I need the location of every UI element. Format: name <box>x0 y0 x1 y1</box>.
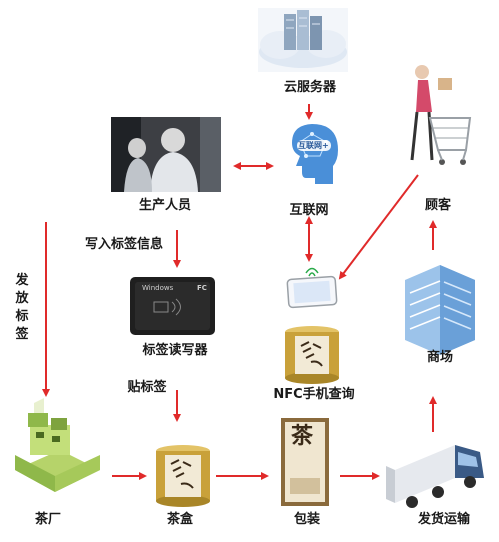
tea-factory-icon <box>15 398 100 492</box>
tea-box-icon <box>156 445 210 507</box>
nfc-tea-tin-icon <box>285 326 339 384</box>
label-tea-box: 茶盒 <box>166 512 194 527</box>
label-stick-tag: 贴标签 <box>127 380 167 395</box>
internet-badge-text: 互联网+ <box>298 141 329 150</box>
label-issue-tag: 发放标签 <box>15 273 29 342</box>
label-shipping: 发货运输 <box>417 512 471 527</box>
label-nfc-query: NFC手机查询 <box>273 387 355 402</box>
arrow-customer-to-nfc <box>338 174 419 280</box>
tag-reader-icon <box>130 277 215 335</box>
packaging-tea-char: 茶 <box>291 424 314 449</box>
reader-brand-text: Windows <box>142 284 174 292</box>
label-producer: 生产人员 <box>138 198 192 213</box>
mall-building-icon <box>405 265 475 355</box>
producer-photo-icon <box>111 117 221 192</box>
shipping-truck-icon <box>386 445 484 508</box>
label-reader-writer: 标签读写器 <box>142 343 208 358</box>
label-packaging: 包装 <box>293 512 321 527</box>
cloud-server-icon <box>258 8 348 72</box>
packaging-box-icon <box>281 418 329 506</box>
nfc-phone-icon <box>286 267 338 309</box>
label-write-tag-info: 写入标签信息 <box>84 237 164 252</box>
label-internet: 互联网 <box>289 203 329 218</box>
internet-head-icon <box>292 124 338 184</box>
reader-fc-text: FC <box>197 284 207 292</box>
label-cloud-server: 云服务器 <box>283 80 337 95</box>
label-customer: 顾客 <box>424 198 452 213</box>
label-tea-factory: 茶厂 <box>34 512 62 527</box>
label-mall: 商场 <box>426 350 454 365</box>
customer-icon <box>410 65 472 165</box>
